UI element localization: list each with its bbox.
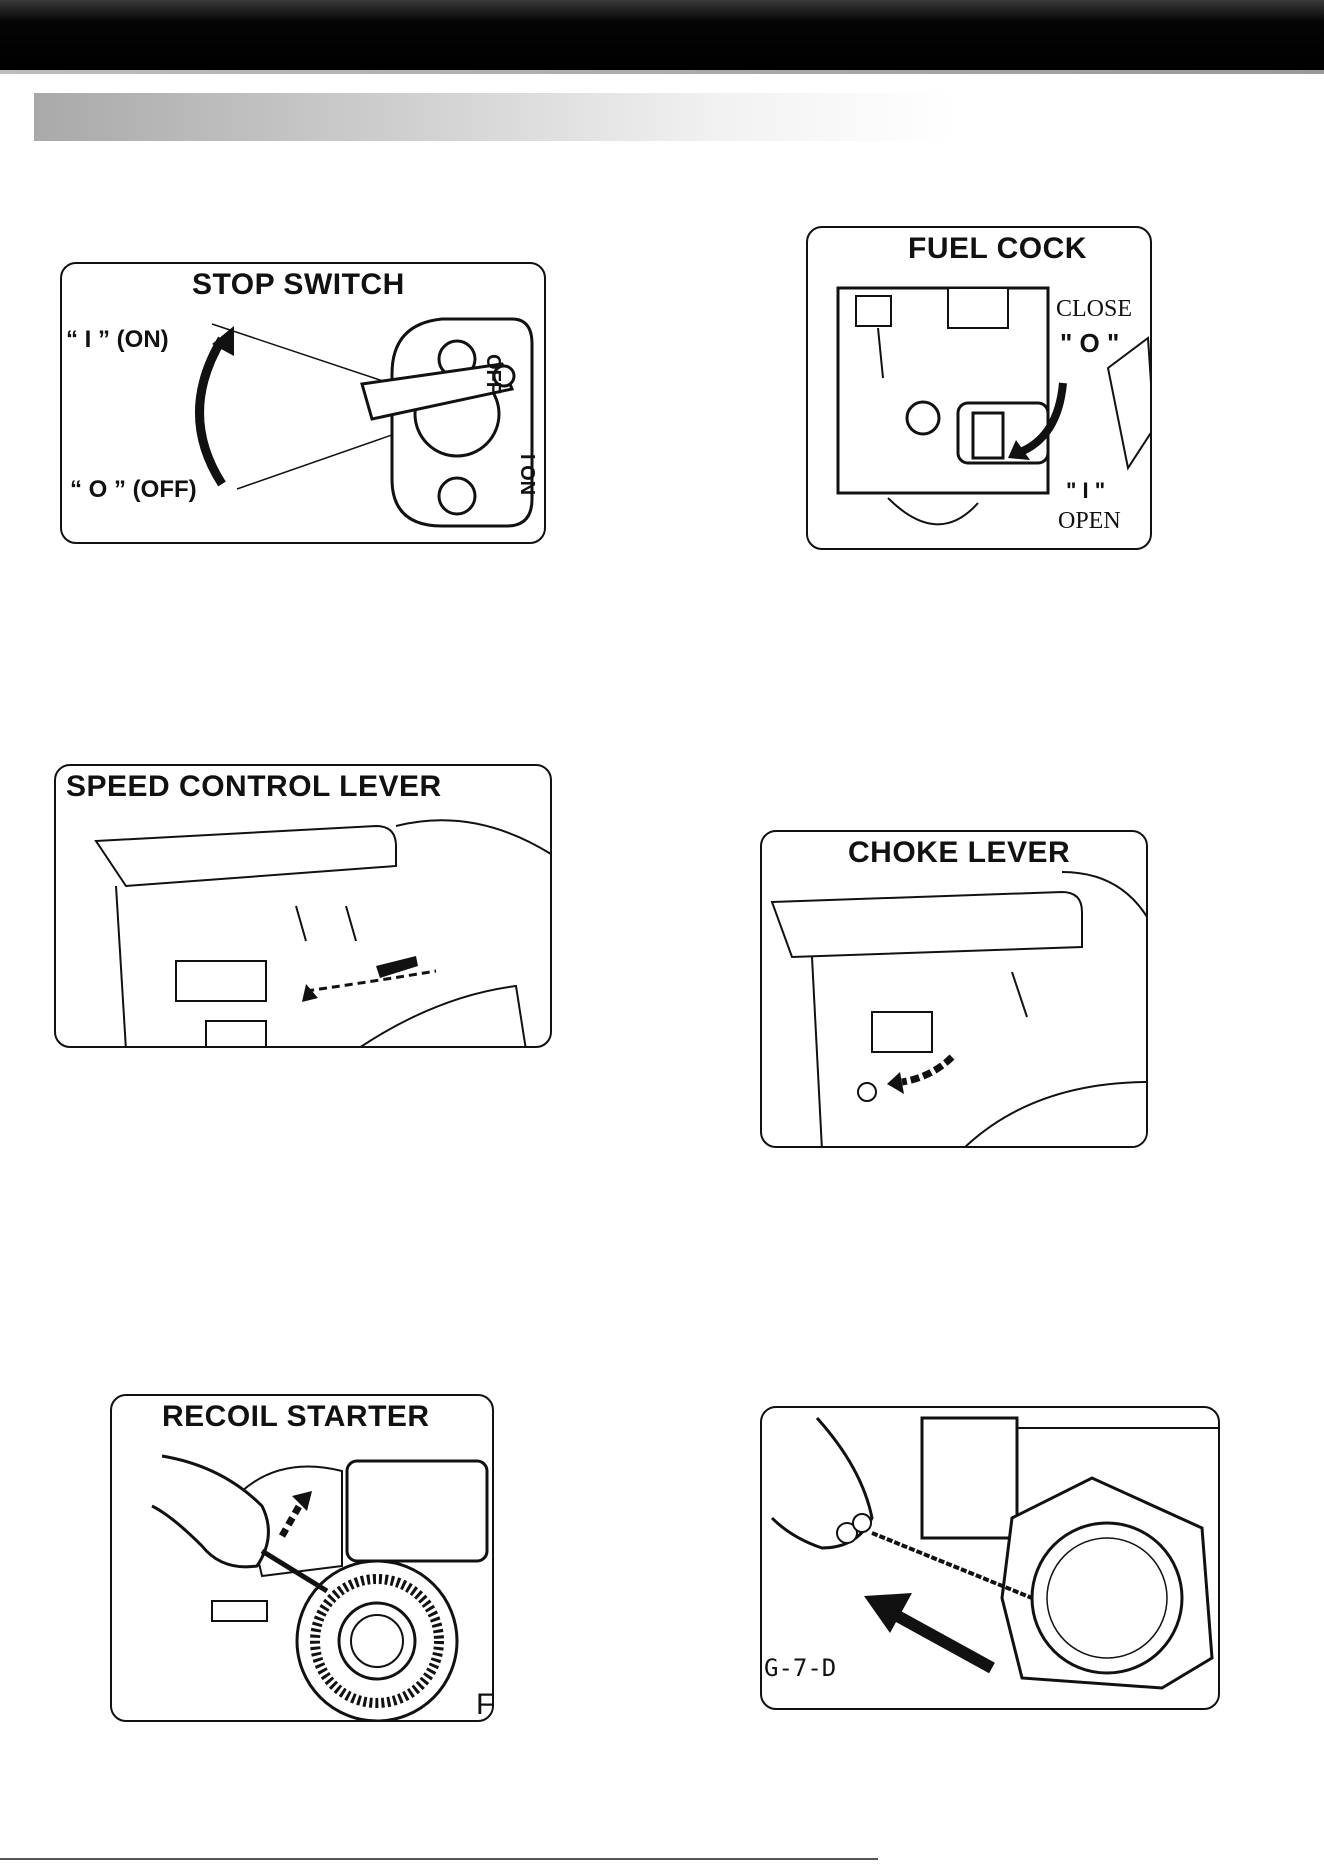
choke-lever-figure: CHOKE LEVER (760, 830, 1148, 1148)
header-bar (0, 0, 1324, 70)
on-position-label: “ I ” (ON) (66, 326, 169, 354)
off-position-label: “ O ” (OFF) (70, 476, 197, 504)
plate-on-label: I ON (515, 454, 538, 495)
recoil-starter-illustration (112, 1396, 494, 1722)
footer-rule (0, 1858, 878, 1860)
fuel-cock-figure: FUEL COCK CLOSE " O " " I " OPEN (806, 226, 1152, 550)
close-label: CLOSE (1056, 296, 1132, 323)
speed-control-lever-illustration (56, 766, 552, 1048)
section-heading-bar (34, 93, 954, 141)
open-symbol: " I " (1066, 478, 1105, 504)
speed-control-lever-figure: SPEED CONTROL LEVER (54, 764, 552, 1048)
choke-lever-illustration (762, 832, 1148, 1148)
header-underline (0, 70, 1324, 74)
recoil-starter-figure: RECOIL STARTER F (110, 1394, 494, 1722)
corner-mark: F (476, 1688, 494, 1722)
stop-switch-figure: STOP SWITCH “ I ” (ON) “ O ” (OFF) OFF I… (60, 262, 546, 544)
pull-start-figure: G-7-D (760, 1406, 1220, 1710)
figure-code: G-7-D (764, 1654, 836, 1682)
plate-off-label: OFF (481, 354, 504, 394)
open-label: OPEN (1058, 508, 1121, 535)
close-symbol: " O " (1060, 328, 1119, 359)
